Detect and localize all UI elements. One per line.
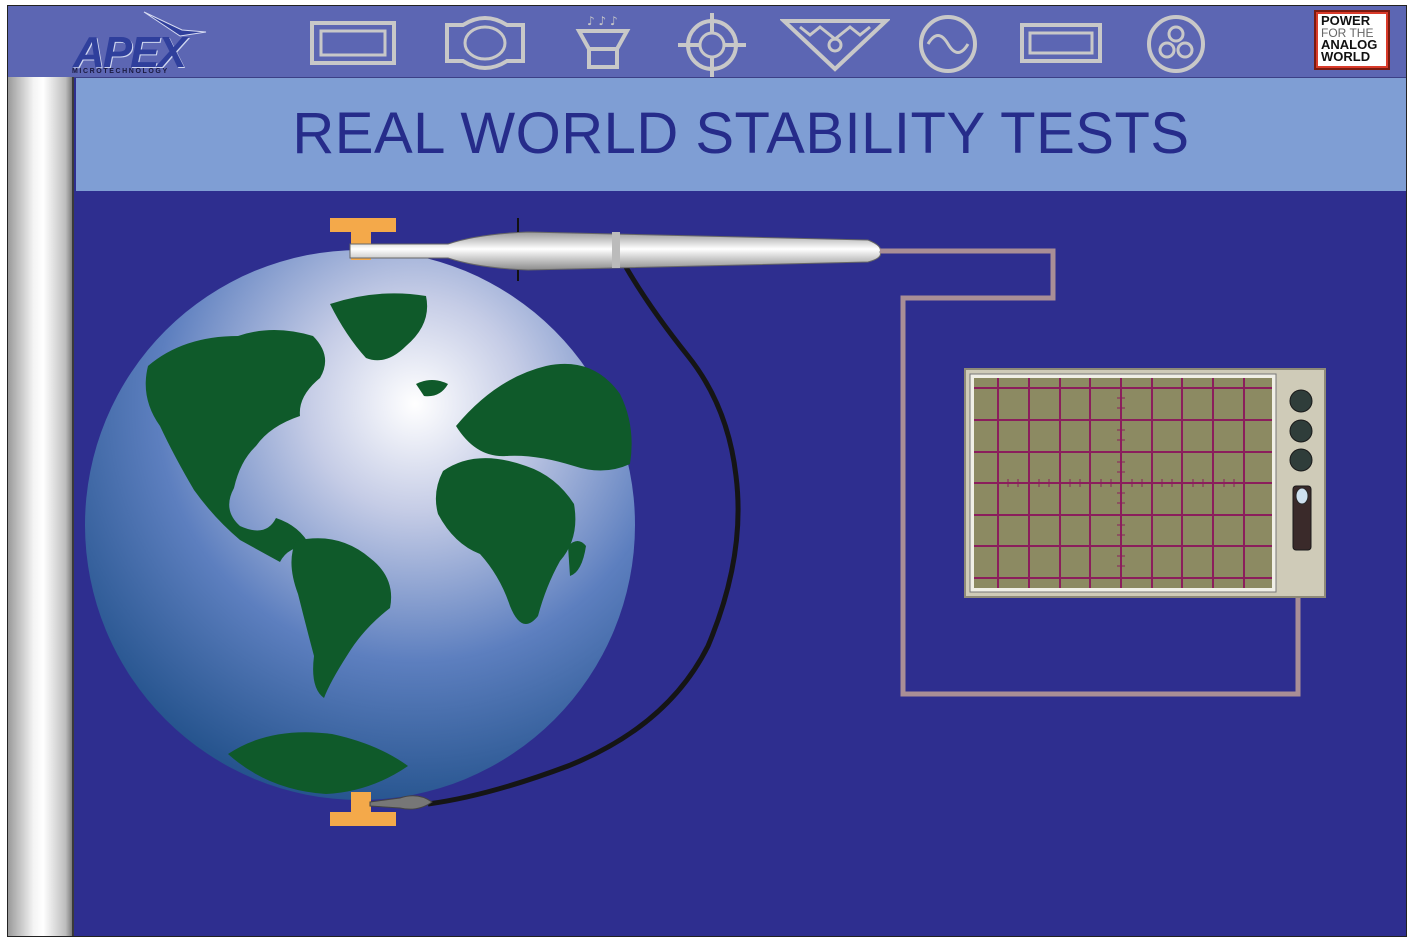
- greenland: [330, 293, 428, 361]
- scope-grid: [974, 378, 1272, 588]
- south-america: [291, 538, 392, 698]
- triple-circle-icon[interactable]: [1143, 13, 1209, 75]
- slide-frame: APEX MICROTECHNOLOGY ♪ ♪ ♪: [7, 5, 1407, 937]
- europe-asia: [456, 363, 632, 471]
- slide-title: REAL WORLD STABILITY TESTS: [292, 101, 1190, 166]
- probe-ground-wire: [427, 260, 741, 807]
- stability-test-diagram: [85, 218, 1326, 826]
- top-navigation-bar: APEX MICROTECHNOLOGY ♪ ♪ ♪: [8, 6, 1406, 78]
- logo-swoosh-icon: [143, 11, 207, 37]
- antarctica: [228, 732, 408, 794]
- earth-globe: [85, 250, 635, 800]
- scope-slider-knob: [1295, 487, 1309, 505]
- iceland: [416, 380, 448, 397]
- madagascar: [568, 541, 586, 576]
- oscilloscope: [964, 368, 1326, 598]
- scope-knob-2: [1289, 419, 1313, 443]
- logo-text: APEX: [73, 28, 187, 77]
- svg-text:♪ ♪ ♪: ♪ ♪ ♪: [587, 14, 618, 28]
- flat-rectangle-icon[interactable]: [1018, 13, 1104, 73]
- round-package-icon[interactable]: [443, 13, 528, 73]
- africa: [435, 458, 576, 624]
- badge-text-block: POWER FOR THE ANALOG WORLD: [1318, 14, 1386, 66]
- left-edge-bar: [8, 77, 74, 936]
- rectangle-module-icon[interactable]: [308, 13, 398, 73]
- scope-knob-1: [1289, 389, 1313, 413]
- badge-line-4: WORLD: [1321, 49, 1371, 64]
- triangle-emblem-icon[interactable]: [780, 13, 890, 73]
- logo-subtext: MICROTECHNOLOGY: [72, 68, 169, 75]
- badge-line-2: FOR THE: [1321, 26, 1374, 40]
- scope-center-ticks: [1007, 397, 1235, 567]
- title-band: REAL WORLD STABILITY TESTS: [76, 78, 1406, 191]
- badge-line-3: ANALOG: [1321, 37, 1378, 52]
- apex-logo[interactable]: APEX MICROTECHNOLOGY: [70, 10, 220, 77]
- audio-speaker-icon[interactable]: ♪ ♪ ♪: [573, 13, 633, 75]
- scope-knob-3: [1289, 448, 1313, 472]
- power-analog-badge[interactable]: POWER FOR THE ANALOG WORLD: [1314, 10, 1390, 70]
- signal-wire: [880, 248, 1301, 697]
- crosshair-target-icon[interactable]: [676, 13, 748, 79]
- north-america: [145, 330, 326, 562]
- bottom-clamp: [330, 792, 433, 826]
- sine-wave-icon[interactable]: [916, 13, 980, 75]
- badge-line-1: POWER: [1321, 13, 1371, 28]
